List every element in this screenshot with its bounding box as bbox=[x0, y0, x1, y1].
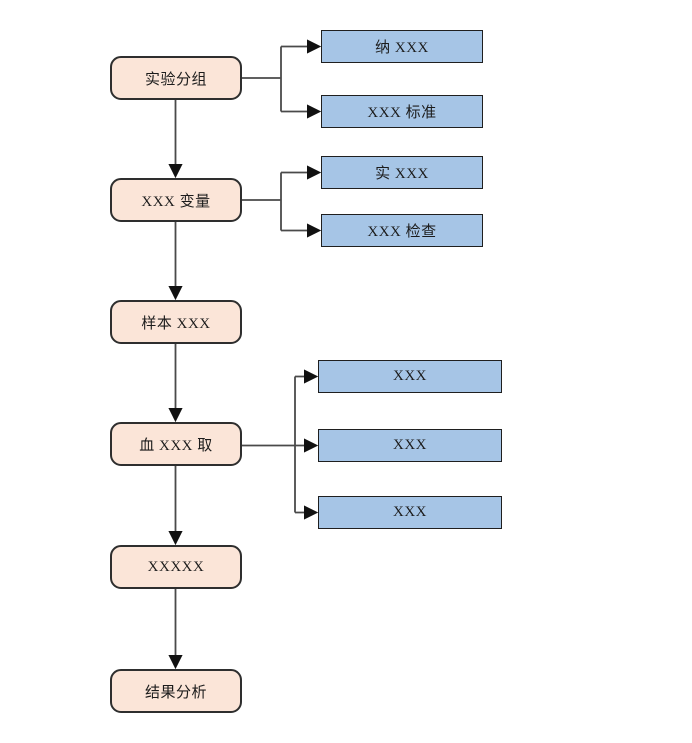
flow-node-label: XXXXX bbox=[147, 558, 205, 575]
flow-node-label: 结果分析 bbox=[144, 684, 207, 701]
flow-node-xxxxx: XXXXX bbox=[110, 545, 242, 589]
branch-node-inclusion: 纳 XXX bbox=[321, 30, 483, 63]
flow-node-label: 血 XXX 取 bbox=[139, 437, 213, 454]
flow-node-experiment-grouping: 实验分组 bbox=[110, 56, 242, 100]
branch-node-label: 纳 XXX bbox=[375, 40, 429, 56]
branch-node-label: XXX bbox=[393, 504, 427, 520]
branch-node-xxx-3: XXX bbox=[318, 496, 502, 529]
branch-node-shi-xxx: 实 XXX bbox=[321, 156, 483, 189]
branch-node-examination: XXX 检查 bbox=[321, 214, 483, 247]
flow-node-variables: XXX 变量 bbox=[110, 178, 242, 222]
branch-node-label: XXX 标准 bbox=[367, 105, 437, 121]
flow-node-result-analysis: 结果分析 bbox=[110, 669, 242, 713]
flow-node-label: XXX 变量 bbox=[141, 193, 211, 210]
branch-node-xxx-2: XXX bbox=[318, 429, 502, 462]
branch-node-xxx-1: XXX bbox=[318, 360, 502, 393]
flow-node-blood-sampling: 血 XXX 取 bbox=[110, 422, 242, 466]
branch-node-label: 实 XXX bbox=[375, 166, 429, 182]
branch-node-label: XXX bbox=[393, 437, 427, 453]
flow-node-label: 样本 XXX bbox=[141, 315, 211, 332]
flow-node-label: 实验分组 bbox=[144, 71, 207, 88]
branch-node-label: XXX bbox=[393, 368, 427, 384]
flow-node-sample: 样本 XXX bbox=[110, 300, 242, 344]
branch-node-label: XXX 检查 bbox=[367, 224, 437, 240]
branch-node-criteria: XXX 标准 bbox=[321, 95, 483, 128]
